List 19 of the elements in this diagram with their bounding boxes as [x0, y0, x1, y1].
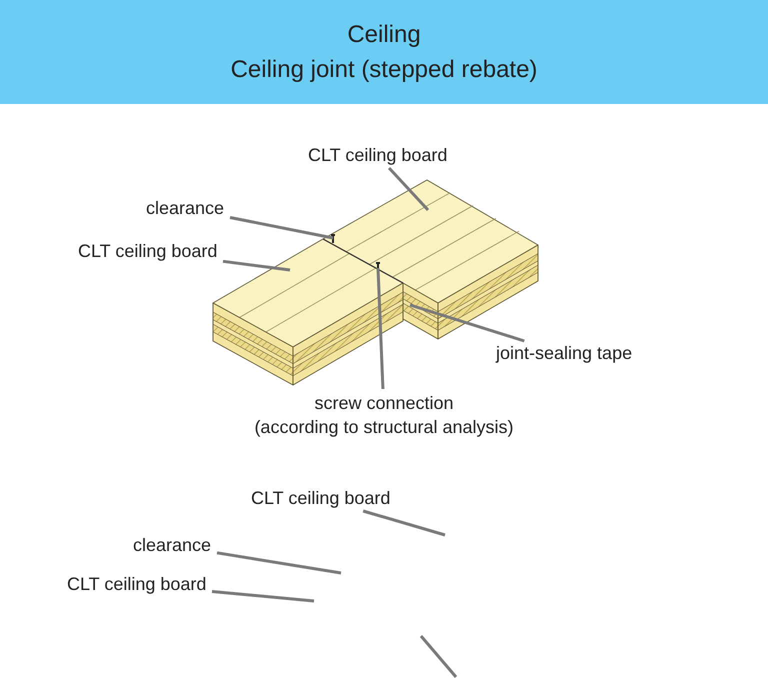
callout-label: CLT ceiling board [302, 143, 454, 168]
header-band [0, 0, 768, 104]
leader-line [410, 304, 525, 342]
title: Ceiling [346, 20, 422, 50]
leader-line [230, 216, 334, 240]
leader-line [362, 510, 446, 536]
callout-label: clearance [127, 533, 218, 558]
callout-label: clearance [140, 196, 230, 221]
callout-label: CLT ceiling board [61, 572, 212, 597]
callout-label: screw connection (according to structural analysis) [214, 389, 554, 441]
callout-label: CLT ceiling board [72, 239, 224, 264]
callout-label: joint-sealing tape [490, 341, 638, 366]
leader-line [388, 166, 430, 212]
subtitle: Ceiling joint (stepped rebate) [230, 55, 538, 85]
leader-line [376, 268, 384, 390]
leader-line [222, 260, 290, 272]
callout-label: CLT ceiling board [245, 486, 396, 511]
leader-line [216, 551, 342, 574]
leader-line [212, 590, 314, 602]
